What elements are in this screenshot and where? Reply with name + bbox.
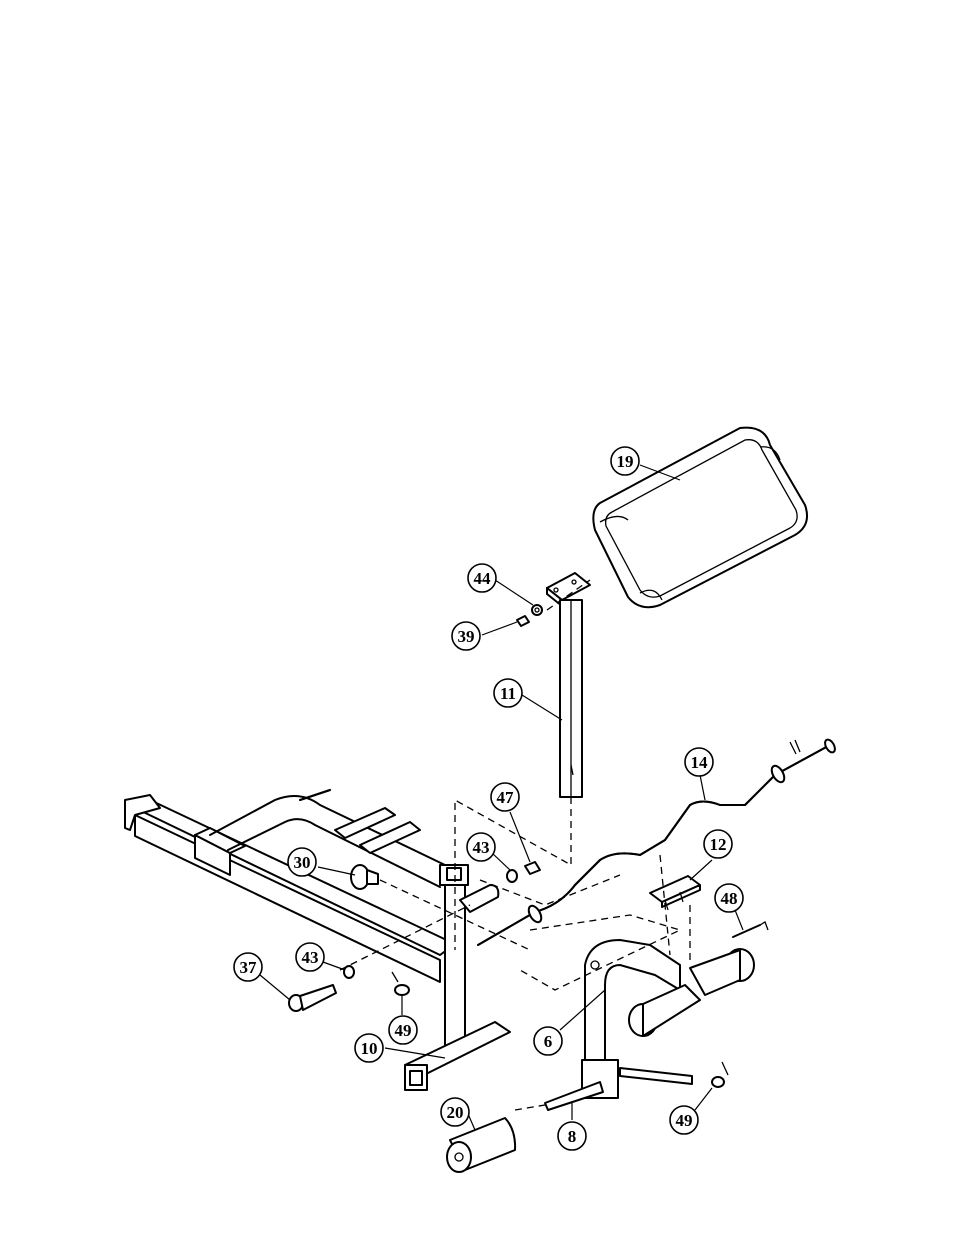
callout-19: 19 <box>611 447 639 475</box>
callout-20: 20 <box>441 1098 469 1126</box>
callout-label: 12 <box>710 835 727 854</box>
callout-label: 49 <box>676 1111 693 1130</box>
part-12-bracket <box>650 876 700 910</box>
callout-47: 47 <box>491 783 519 811</box>
callout-39: 39 <box>452 622 480 650</box>
part-30-knob <box>351 865 378 889</box>
hardware-44-39 <box>517 605 542 626</box>
callout-label: 11 <box>500 684 516 703</box>
callout-49-left: 49 <box>389 1016 417 1044</box>
part-48-pin <box>733 922 768 937</box>
callout-label: 39 <box>458 627 475 646</box>
part-6-leg-attachment <box>545 940 754 1110</box>
callout-label: 43 <box>302 948 319 967</box>
callout-10: 10 <box>355 1034 383 1062</box>
callout-8: 8 <box>558 1122 586 1150</box>
callout-label: 20 <box>447 1103 464 1122</box>
callout-label: 48 <box>721 889 738 908</box>
callout-label: 47 <box>497 788 515 807</box>
callout-48: 48 <box>715 884 743 912</box>
callout-30: 30 <box>288 848 316 876</box>
callout-11: 11 <box>494 679 522 707</box>
callout-label: 49 <box>395 1021 412 1040</box>
part-37-bolt <box>289 966 409 1011</box>
part-11-pad-post <box>547 573 590 797</box>
callout-14: 14 <box>685 748 713 776</box>
callout-12: 12 <box>704 830 732 858</box>
callout-43-upper: 43 <box>467 833 495 861</box>
hardware-47-43 <box>507 862 540 882</box>
callout-label: 6 <box>544 1032 553 1051</box>
callout-43-lower: 43 <box>296 943 324 971</box>
callout-label: 19 <box>617 452 634 471</box>
callout-44: 44 <box>468 564 496 592</box>
callout-label: 10 <box>361 1039 378 1058</box>
callout-label: 30 <box>294 853 311 872</box>
callout-label: 37 <box>240 958 258 977</box>
callout-37: 37 <box>234 953 262 981</box>
callout-label: 8 <box>568 1127 577 1146</box>
callout-6: 6 <box>534 1027 562 1055</box>
callout-label: 14 <box>691 753 709 772</box>
part-10-main-frame <box>125 790 510 1090</box>
callout-49-right: 49 <box>670 1106 698 1134</box>
part-14-curl-bar <box>478 738 837 945</box>
callout-label: 44 <box>474 569 492 588</box>
callout-label: 43 <box>473 838 490 857</box>
